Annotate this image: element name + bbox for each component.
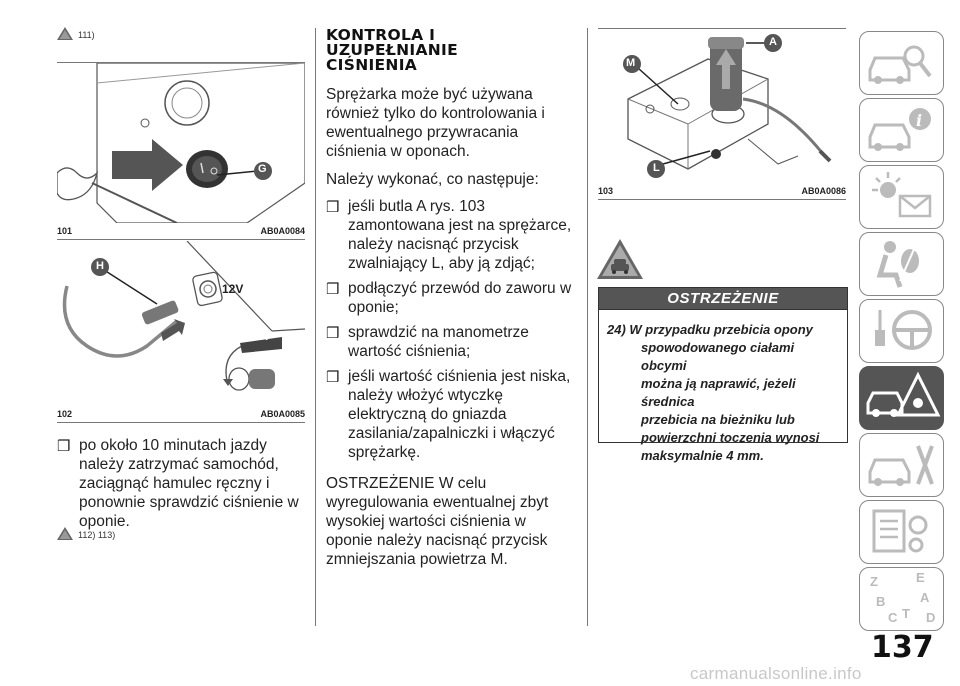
callout-a: A	[769, 36, 777, 48]
figure-103-caption: 103 AB0A0086	[598, 186, 846, 196]
checkbox-bullet-icon: ❒	[326, 325, 340, 342]
tab-airbag-seat[interactable]	[859, 232, 944, 296]
checkbox-bullet-icon: ❒	[57, 438, 71, 455]
callout-h: H	[96, 260, 104, 272]
tab-warning-lights[interactable]	[859, 165, 944, 229]
tab-car-breakdown[interactable]	[859, 366, 944, 430]
warning-triangle-icon	[57, 527, 73, 541]
note-ref-top: 111)	[57, 25, 95, 43]
checkbox-bullet-icon: ❒	[326, 281, 340, 298]
steering-wheel-icon	[875, 310, 932, 350]
car-service-icon	[868, 445, 934, 486]
label-12v: 12V	[222, 282, 244, 296]
paragraph: Sprężarka może być używana również tylko…	[326, 86, 545, 160]
specifications-icon	[872, 509, 928, 553]
note-ref-bottom: 112) 113)	[57, 525, 115, 543]
column-divider	[587, 28, 588, 626]
tab-steering-wheel[interactable]	[859, 299, 944, 363]
index-letter: D	[926, 610, 935, 625]
figure-number: 103	[598, 186, 614, 196]
svg-text:i: i	[916, 111, 922, 130]
airbag-seat-icon	[876, 241, 919, 288]
list-item: ❒ podłączyć przewód do zaworu w oponie;	[326, 280, 572, 316]
figure-102-caption: 102 AB0A0085	[57, 409, 305, 419]
warning-lights-icon	[872, 172, 932, 218]
compressor-bottle-illustration	[623, 34, 832, 178]
index-letter: A	[920, 590, 930, 605]
figure-number: 101	[57, 226, 73, 236]
index-letter: E	[916, 570, 925, 585]
figure-101-caption: 101 AB0A0084	[57, 226, 305, 236]
index-letter: C	[888, 610, 898, 625]
warning-box: OSTRZEŻENIE 24) W przypadku przebicia op…	[598, 287, 848, 463]
tab-car-search[interactable]	[859, 31, 944, 95]
warning-title: OSTRZEŻENIE	[598, 287, 848, 310]
figure-code: AB0A0085	[260, 409, 305, 419]
tab-alphabetical-index[interactable]: Z E B A C T D	[859, 567, 944, 631]
figure-101: G	[57, 63, 305, 223]
tab-car-service[interactable]	[859, 433, 944, 497]
callout-l: L	[653, 162, 660, 174]
warning-text: 24) W przypadku przebicia opony spowodow…	[607, 322, 820, 463]
car-search-icon	[868, 45, 932, 84]
warning-triangle-car-icon	[597, 239, 643, 279]
checkbox-bullet-icon: ❒	[326, 199, 340, 216]
watermark: carmanualsonline.info	[690, 664, 862, 683]
figure-rule	[57, 422, 305, 423]
index-letter: B	[876, 594, 885, 609]
page-number: 137	[871, 630, 934, 665]
figure-code: AB0A0086	[801, 186, 846, 196]
power-socket-illustration	[62, 241, 305, 391]
figure-number: 102	[57, 409, 73, 419]
figure-102: H 12V MAR	[57, 241, 305, 406]
list-item: ❒ po około 10 minutach jazdy należy zatr…	[57, 437, 299, 530]
figure-rule	[598, 199, 846, 200]
alphabetical-index-icon: Z E B A C T D	[870, 570, 935, 625]
callout-m: M	[626, 57, 636, 69]
col2: KONTROLA I UZUPEŁNIANIE CIŚNIENIA Spręża…	[326, 26, 576, 569]
warning-triangle-icon	[57, 27, 73, 41]
paragraph: OSTRZEŻENIE W celu wyregulowania ewentua…	[326, 475, 549, 568]
index-letter: Z	[870, 574, 878, 589]
figure-rule	[57, 239, 305, 240]
car-breakdown-icon	[866, 371, 941, 417]
column-divider	[315, 28, 316, 626]
list-item: ❒ sprawdzić na manometrze wartość ciśnie…	[326, 324, 529, 360]
checkbox-bullet-icon: ❒	[326, 369, 340, 386]
compressor-switch-illustration	[57, 63, 305, 223]
section-title: KONTROLA I UZUPEŁNIANIE CIŚNIENIA	[326, 26, 458, 74]
tab-car-info[interactable]: i	[859, 98, 944, 162]
index-letter: T	[902, 606, 910, 621]
label-mar: MAR	[243, 331, 269, 343]
list-item: ❒ jeśli wartość ciśnienia jest niska, na…	[326, 368, 571, 461]
tab-specifications[interactable]	[859, 500, 944, 564]
paragraph: Należy wykonać, co następuje:	[326, 171, 539, 188]
figure-rule	[598, 28, 846, 29]
col1-text: ❒ po około 10 minutach jazdy należy zatr…	[57, 436, 307, 537]
callout-g: G	[258, 163, 267, 175]
figure-code: AB0A0084	[260, 226, 305, 236]
car-info-icon: i	[868, 108, 931, 151]
figure-103: M A L	[598, 29, 846, 181]
list-item: ❒ jeśli butla A rys. 103 zamontowana jes…	[326, 198, 572, 272]
